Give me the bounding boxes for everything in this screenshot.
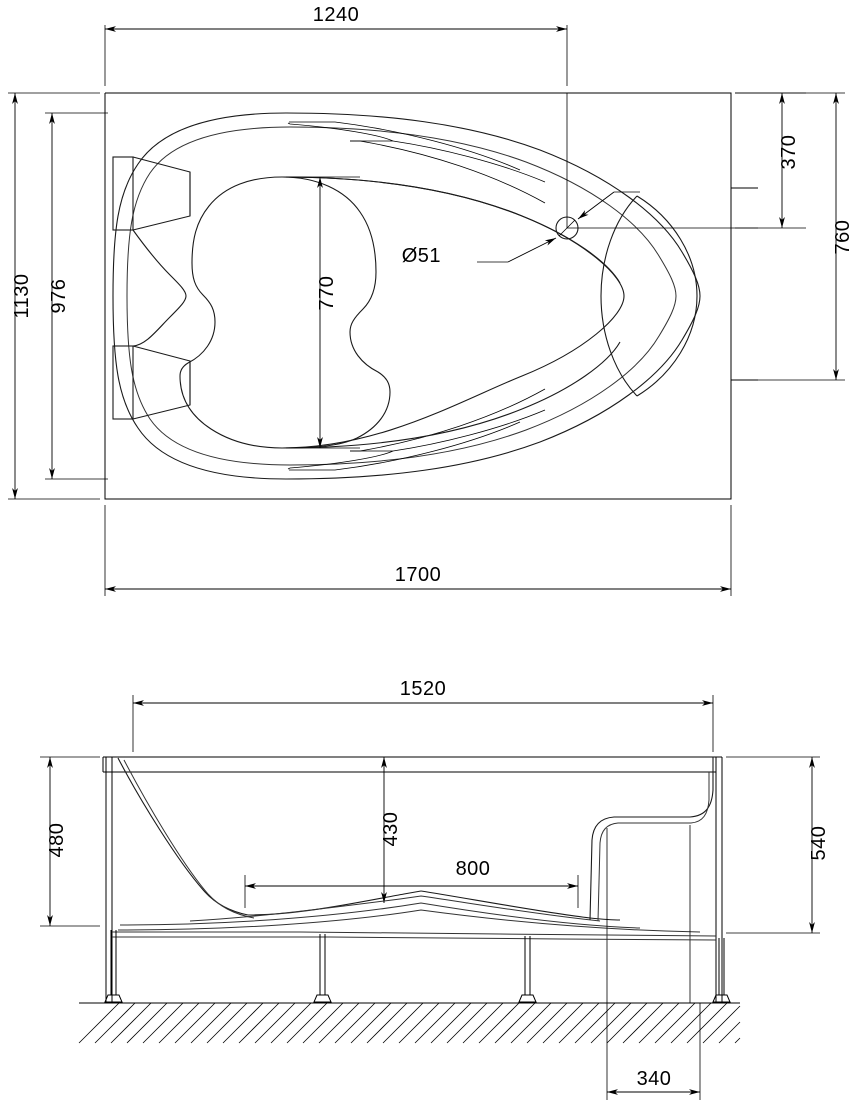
leg-1 (104, 930, 123, 1003)
plan-view: Ø51 1240 1700 1130 976 (8, 4, 854, 596)
floor-hatching (78, 1002, 741, 1044)
tub-outer-outline (112, 112, 701, 480)
leg-3 (518, 936, 537, 1003)
dim-540 (726, 756, 820, 934)
dim-1240 (104, 25, 568, 86)
dim-label-340: 340 (637, 1068, 672, 1090)
drain-leader (477, 191, 640, 263)
dim-label-540: 540 (808, 826, 830, 861)
dim-976 (45, 112, 108, 480)
dim-label-770: 770 (316, 276, 338, 311)
section-interior-profile (112, 757, 717, 1003)
section-legs (104, 930, 731, 1003)
dim-label-1700: 1700 (395, 564, 442, 586)
dim-340 (606, 1003, 701, 1100)
dim-label-d51: Ø51 (402, 245, 441, 267)
dim-1520 (132, 695, 714, 752)
dim-800 (244, 875, 579, 908)
dim-label-800: 800 (456, 858, 491, 880)
drain-hole (555, 93, 758, 240)
tub-inner-basin (179, 176, 625, 449)
dim-label-976: 976 (48, 279, 70, 314)
tub-end-oval (600, 195, 698, 397)
dim-label-1520: 1520 (400, 678, 447, 700)
plan-outer-frame (104, 92, 758, 500)
dim-label-760: 760 (832, 220, 854, 255)
section-rim (102, 756, 723, 1003)
dim-label-480: 480 (46, 823, 68, 858)
dim-760 (735, 92, 845, 381)
dim-label-430: 430 (380, 812, 402, 847)
dim-480 (40, 756, 100, 927)
dim-1700 (104, 505, 732, 596)
tub-rim-offset (126, 126, 677, 466)
dim-label-1130: 1130 (11, 273, 33, 318)
leg-4 (712, 938, 731, 1003)
tub-seam-lines (287, 121, 546, 471)
dim-1130 (8, 92, 100, 500)
dim-label-370: 370 (778, 135, 800, 170)
headrest-top (112, 156, 191, 231)
leg-2 (313, 934, 332, 1003)
dim-label-1240: 1240 (313, 4, 360, 26)
headrest-bottom (112, 345, 191, 420)
section-view: 1520 480 540 430 800 (40, 678, 830, 1100)
tub-waist-contour (132, 229, 187, 347)
dim-770 (286, 176, 360, 449)
